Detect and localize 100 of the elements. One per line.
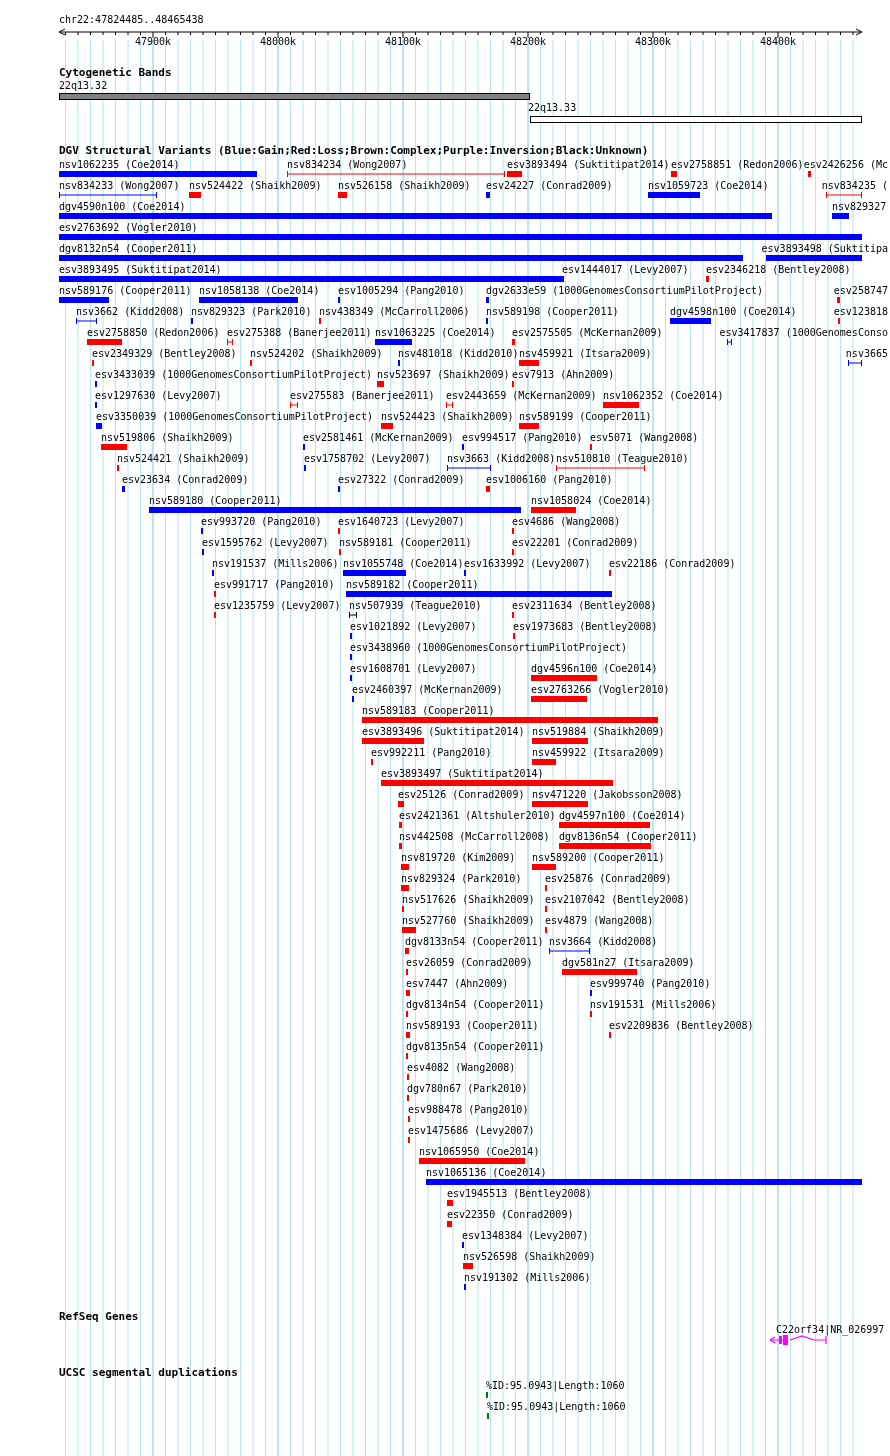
variant-label: esv991717 (Pang2010) [214, 579, 335, 591]
variant-label: esv3433039 (1000GenomesConsortiumPilotProject) [95, 369, 372, 381]
variant-label: esv25876 (Conrad2009) [545, 873, 672, 885]
variant-label: esv3893494 (Suktitipat2014) [507, 159, 670, 171]
band-label: 22q13.32 [59, 80, 108, 92]
variant-label: nsv829324 (Park2010) [401, 873, 522, 885]
variant-label: nsv191531 (Mills2006) [590, 999, 717, 1011]
variant-label: esv4686 (Wang2008) [512, 516, 621, 528]
variant-label: nsv589182 (Cooper2011) [346, 579, 479, 591]
variant-label: esv3350039 (1000GenomesConsortiumPilotProject) [96, 411, 373, 423]
tick-label: 48400k [759, 36, 797, 48]
variant-label: nsv524421 (Shaikh2009) [117, 453, 250, 465]
variant-label: nsv829327 [832, 201, 887, 213]
track-title: Cytogenetic Bands [59, 67, 172, 79]
gene-label: C22orf34|NR_026997 [776, 1324, 885, 1336]
variant-label: dgv780n67 (Park2010) [407, 1083, 528, 1095]
variant-label: esv2346218 (Bentley2008) [706, 264, 851, 276]
track-title: UCSC segmental duplications [59, 1367, 238, 1379]
region-heading: chr22:47824485..48465438 [59, 14, 204, 26]
variant-label: nsv527760 (Shaikh2009) [402, 915, 535, 927]
variant-label: nsv1063225 (Coe2014) [375, 327, 496, 339]
variant-label: esv2421361 (Altshuler2010) [399, 810, 556, 822]
variant-label: dgv4596n100 (Coe2014) [531, 663, 658, 675]
variant-label: esv1595762 (Levy2007) [202, 537, 329, 549]
variant-label: esv2581461 (McKernan2009) [303, 432, 454, 444]
variant-label: nsv519806 (Shaikh2009) [101, 432, 234, 444]
tick-label: 48200k [509, 36, 547, 48]
variant-label: nsv1062352 (Coe2014) [603, 390, 724, 402]
variant-label: esv25126 (Conrad2009) [398, 789, 525, 801]
variant-label: esv4879 (Wang2008) [545, 915, 654, 927]
variant-label: esv2575505 (McKernan2009) [512, 327, 663, 339]
variant-label: esv1005294 (Pang2010) [338, 285, 465, 297]
variant-label: nsv589181 (Cooper2011) [339, 537, 472, 549]
variant-label: nsv523697 (Shaikh2009) [377, 369, 510, 381]
variant-label: esv3893498 (Suktitipa [761, 243, 888, 255]
variant-label: nsv191302 (Mills2006) [464, 1272, 591, 1284]
variant-label: esv1444017 (Levy2007) [562, 264, 689, 276]
variant-label: nsv589180 (Cooper2011) [149, 495, 282, 507]
variant-label: nsv1065136 (Coe2014) [426, 1167, 547, 1179]
variant-label: esv4082 (Wang2008) [407, 1062, 516, 1074]
variant-label: esv2311634 (Bentley2008) [512, 600, 657, 612]
variant-label: nsv834233 (Wong2007) [59, 180, 180, 192]
duplication-label: %ID:95.0943|Length:1060 [487, 1401, 626, 1413]
tick-label: 48100k [384, 36, 422, 48]
variant-label: esv23634 (Conrad2009) [122, 474, 249, 486]
variant-label: nsv442508 (McCarroll2008) [399, 831, 550, 843]
variant-label: esv992211 (Pang2010) [371, 747, 492, 759]
variant-label: nsv1058024 (Coe2014) [531, 495, 652, 507]
variant-label: esv1640723 (Levy2007) [338, 516, 465, 528]
variant-label: esv5071 (Wang2008) [590, 432, 699, 444]
variant-label: esv2426256 (Mc [803, 159, 888, 171]
variant-label: esv2107042 (Bentley2008) [545, 894, 690, 906]
track-title: DGV Structural Variants (Blue:Gain;Red:Loss;Brown:Complex;Purple:Inversion;Black:Unknown) [59, 145, 649, 157]
variant-label: dgv8134n54 (Cooper2011) [406, 999, 545, 1011]
variant-label: esv22350 (Conrad2009) [447, 1209, 574, 1221]
variant-label: esv3417837 (1000GenomesConso [719, 327, 888, 339]
variant-label: nsv526158 (Shaikh2009) [338, 180, 471, 192]
variant-label: esv27322 (Conrad2009) [338, 474, 465, 486]
variant-label: nsv589193 (Cooper2011) [406, 1020, 539, 1032]
variant-label: esv275388 (Banerjee2011) [227, 327, 372, 339]
variant-label: dgv8133n54 (Cooper2011) [405, 936, 544, 948]
variant-label: nsv589176 (Cooper2011) [59, 285, 192, 297]
variant-label: dgv4598n100 (Coe2014) [670, 306, 797, 318]
tick-label: 48300k [634, 36, 672, 48]
variant-label: nsv524202 (Shaikh2009) [250, 348, 383, 360]
variant-label: esv3893496 (Suktitipat2014) [362, 726, 525, 738]
variant-label: nsv524423 (Shaikh2009) [381, 411, 514, 423]
variant-label: dgv581n27 (Itsara2009) [562, 957, 695, 969]
variant-label: esv1475686 (Levy2007) [408, 1125, 535, 1137]
variant-label: esv7447 (Ahn2009) [406, 978, 509, 990]
variant-label: nsv459922 (Itsara2009) [532, 747, 665, 759]
variant-label: dgv4597n100 (Coe2014) [559, 810, 686, 822]
variant-label: nsv1065950 (Coe2014) [419, 1146, 540, 1158]
variant-label: esv1633992 (Levy2007) [464, 558, 591, 570]
variant-label: esv7913 (Ahn2009) [512, 369, 615, 381]
variant-label: esv22186 (Conrad2009) [609, 558, 736, 570]
band-label: 22q13.33 [528, 102, 577, 114]
variant-label: esv2460397 (McKernan2009) [352, 684, 503, 696]
variant-label: esv2763692 (Vogler2010) [59, 222, 198, 234]
variant-label: nsv819720 (Kim2009) [401, 852, 516, 864]
variant-label: nsv519884 (Shaikh2009) [532, 726, 665, 738]
variant-label: nsv3664 (Kidd2008) [549, 936, 658, 948]
variant-label: nsv526598 (Shaikh2009) [463, 1251, 596, 1263]
variant-label: nsv459921 (Itsara2009) [519, 348, 652, 360]
variant-label: esv1021892 (Levy2007) [350, 621, 477, 633]
variant-label: esv2209836 (Bentley2008) [609, 1020, 754, 1032]
variant-label: nsv589183 (Cooper2011) [362, 705, 495, 717]
variant-label: dgv2633e59 (1000GenomesConsortiumPilotProject) [486, 285, 763, 297]
variant-label: nsv191537 (Mills2006) [212, 558, 339, 570]
variant-label: esv993720 (Pang2010) [201, 516, 322, 528]
variant-label: nsv471220 (Jakobsson2008) [532, 789, 683, 801]
tick-label: 48000k [259, 36, 297, 48]
variant-label: esv123818 [833, 306, 888, 318]
variant-label: nsv1062235 (Coe2014) [59, 159, 180, 171]
variant-label: nsv1055748 (Coe2014) [343, 558, 464, 570]
variant-label: nsv589198 (Cooper2011) [486, 306, 619, 318]
variant-label: esv1973683 (Bentley2008) [513, 621, 658, 633]
variant-label: nsv834234 (Wong2007) [287, 159, 408, 171]
variant-label: esv1348384 (Levy2007) [462, 1230, 589, 1242]
variant-label: nsv438349 (McCarroll2006) [319, 306, 470, 318]
